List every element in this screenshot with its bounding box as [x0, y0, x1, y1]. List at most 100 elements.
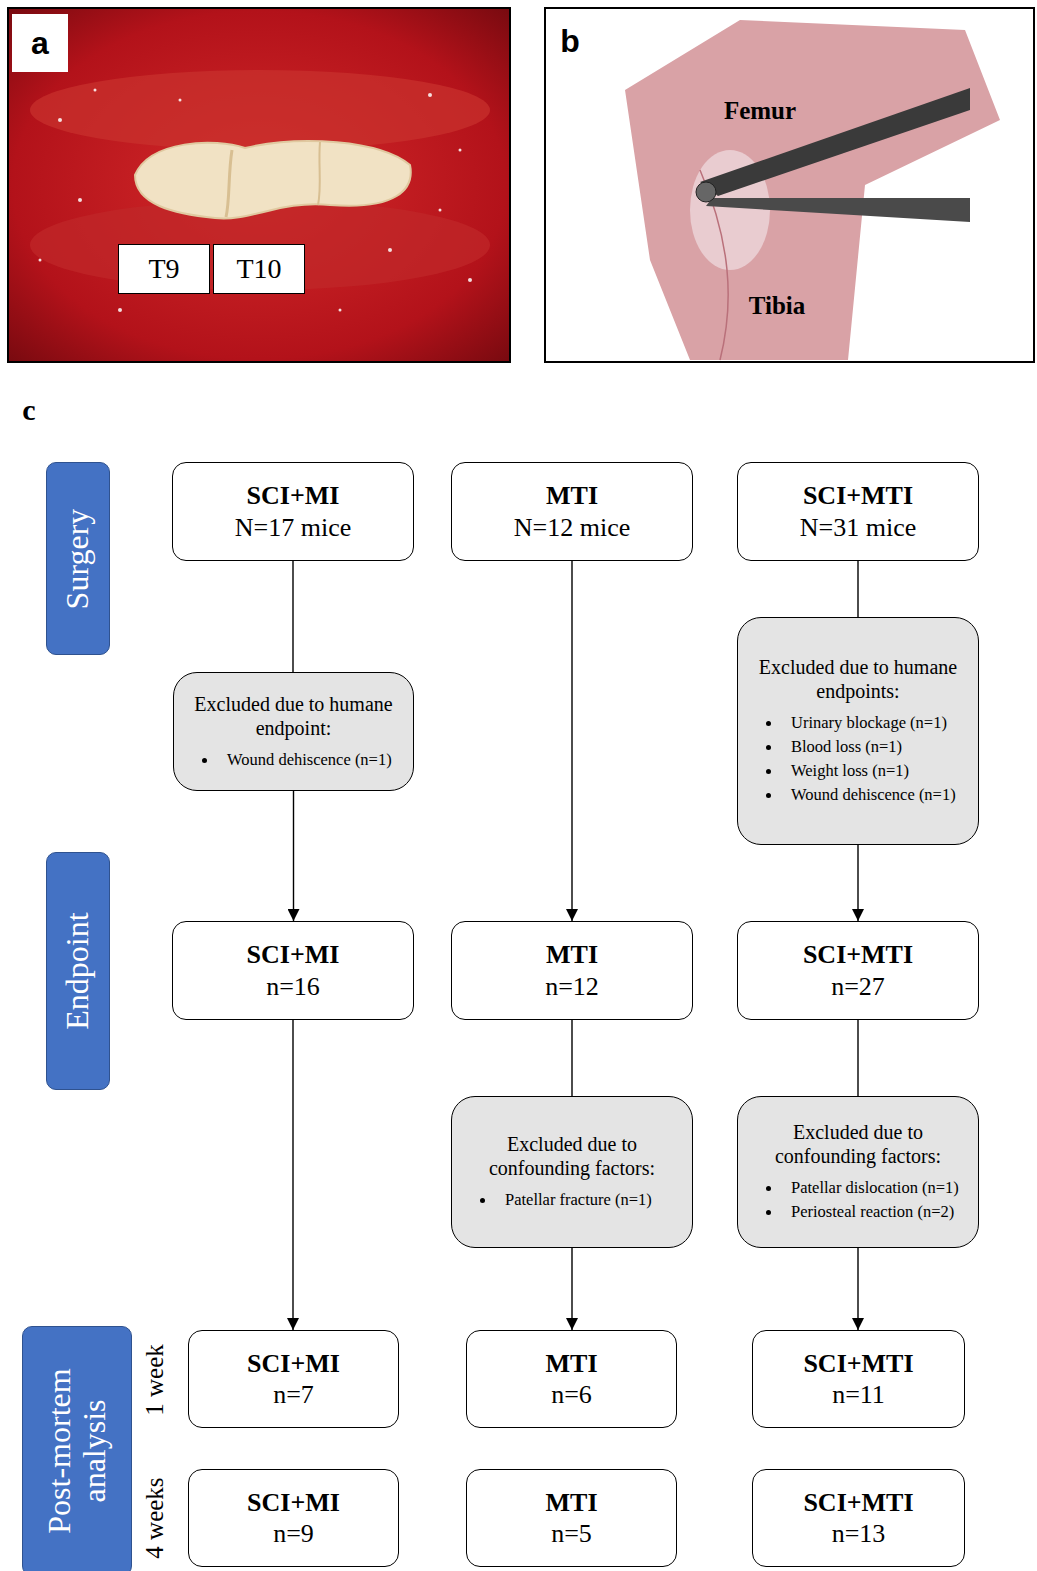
exclusion-box: Excluded due to humane endpoint: Wound de… [173, 672, 414, 791]
exclusion-heading: Excluded due to confounding factors: [466, 1132, 678, 1180]
flow-connector [857, 1248, 858, 1330]
group-box: MTIn=5 [466, 1469, 677, 1567]
exclusion-reason: Weight loss (n=1) [791, 761, 909, 781]
group-count: n=6 [551, 1379, 592, 1410]
group-box: SCI+MIn=9 [188, 1469, 399, 1567]
exclusion-reason: Urinary blockage (n=1) [791, 713, 947, 733]
group-box: MTIn=12 [451, 921, 693, 1020]
group-count: n=12 [545, 971, 599, 1002]
flow-connector [571, 561, 572, 921]
group-count: N=12 mice [514, 512, 630, 543]
forceps [706, 198, 970, 222]
timepoint-label: 4 weeks [139, 1458, 171, 1571]
group-count: N=31 mice [800, 512, 916, 543]
group-name: SCI+MTI [803, 1348, 913, 1379]
group-box: SCI+MTIn=11 [752, 1330, 965, 1428]
group-name: SCI+MI [247, 939, 340, 970]
group-count: n=27 [831, 971, 885, 1002]
group-name: SCI+MTI [803, 939, 913, 970]
bone-label: Femur [700, 94, 820, 128]
exclusion-reason: Blood loss (n=1) [791, 737, 902, 757]
flow-connector [293, 791, 294, 921]
bullet-dot [480, 1198, 485, 1203]
stage-band: Post-mortem analysis [22, 1326, 132, 1571]
vertebra-label: T9 [118, 244, 210, 294]
exclusion-reason: Patellar fracture (n=1) [505, 1190, 652, 1210]
group-box: SCI+MTIn=13 [752, 1469, 965, 1567]
bone-label: Tibia [722, 287, 832, 325]
panel-letter: a [12, 14, 68, 72]
bullet-row: Urinary blockage (n=1) [752, 713, 964, 733]
stage-band: Endpoint [46, 852, 110, 1090]
bullet-dot [766, 745, 771, 750]
group-box: SCI+MTIN=31 mice [737, 462, 979, 561]
vertebra-line [318, 142, 320, 205]
stage-label: Surgery [60, 470, 95, 647]
exclusion-box: Excluded due to confounding factors: Pate… [451, 1096, 693, 1248]
bullet-row: Wound dehiscence (n=1) [188, 750, 399, 770]
group-name: SCI+MI [247, 480, 340, 511]
bullet-row: Patellar fracture (n=1) [466, 1190, 678, 1210]
group-name: MTI [546, 480, 598, 511]
exclusion-heading: Excluded due to confounding factors: [752, 1120, 964, 1168]
exclusion-reason: Periosteal reaction (n=2) [791, 1202, 954, 1222]
stage-label: Post-mortem analysis [42, 1334, 112, 1568]
flow-connector [857, 845, 858, 921]
group-name: MTI [546, 1348, 598, 1379]
group-name: SCI+MI [247, 1348, 340, 1379]
bullet-row: Patellar dislocation (n=1) [752, 1178, 964, 1198]
surgery-photo [8, 8, 510, 362]
group-name: MTI [546, 939, 598, 970]
exclusion-heading: Excluded due to humane endpoint: [188, 692, 399, 740]
group-box: SCI+MTIn=27 [737, 921, 979, 1020]
flow-connector [571, 1020, 572, 1096]
exclusion-box: Excluded due to humane endpoints: Urinary… [737, 617, 979, 845]
heading-row: Excluded due to humane endpoint: [188, 692, 399, 748]
flow-connector [857, 1020, 858, 1096]
group-name: SCI+MI [247, 1487, 340, 1518]
exclusion-box: Excluded due to confounding factors: Pate… [737, 1096, 979, 1248]
group-count: n=9 [273, 1518, 314, 1549]
exclusion-reason: Wound dehiscence (n=1) [791, 785, 956, 805]
group-count: n=16 [266, 971, 320, 1002]
bullet-dot [766, 1186, 771, 1191]
heading-row: Excluded due to humane endpoints: [752, 655, 964, 711]
group-name: SCI+MTI [803, 1487, 913, 1518]
group-box: MTIN=12 mice [451, 462, 693, 561]
exclusion-reason: Wound dehiscence (n=1) [227, 750, 392, 770]
vertebra-label: T10 [213, 244, 305, 294]
flow-connector [292, 561, 293, 672]
knee-photo [545, 8, 1034, 362]
bullet-dot [766, 769, 771, 774]
bullet-row: Periosteal reaction (n=2) [752, 1202, 964, 1222]
timepoint-label: 1 week [139, 1325, 171, 1435]
group-count: n=11 [832, 1379, 885, 1410]
bullet-row: Blood loss (n=1) [752, 737, 964, 757]
bullet-dot [766, 721, 771, 726]
group-box: SCI+MIn=16 [172, 921, 414, 1020]
muscle-tissue [30, 70, 490, 150]
exclusion-reason: Patellar dislocation (n=1) [791, 1178, 959, 1198]
vertebra-line [226, 150, 232, 217]
bullet-row: Wound dehiscence (n=1) [752, 785, 964, 805]
stage-band: Surgery [46, 462, 110, 655]
group-count: n=13 [832, 1518, 886, 1549]
group-name: SCI+MTI [803, 480, 913, 511]
forceps-tip [696, 182, 716, 202]
heading-row: Excluded due to confounding factors: [752, 1120, 964, 1176]
forceps [700, 88, 970, 196]
flow-connector [857, 561, 858, 617]
exclusion-heading: Excluded due to humane endpoints: [752, 655, 964, 703]
flow-connector [571, 1248, 572, 1330]
bullet-dot [766, 793, 771, 798]
flow-connector [292, 1020, 293, 1330]
panel-letter: b [553, 18, 587, 64]
group-box: MTIn=6 [466, 1330, 677, 1428]
reflections [39, 89, 473, 313]
stage-label: Endpoint [60, 860, 95, 1082]
group-box: SCI+MIN=17 mice [172, 462, 414, 561]
group-count: n=5 [551, 1518, 592, 1549]
panel-letter: c [12, 390, 46, 430]
group-count: n=7 [273, 1379, 314, 1410]
bullet-dot [202, 758, 207, 763]
